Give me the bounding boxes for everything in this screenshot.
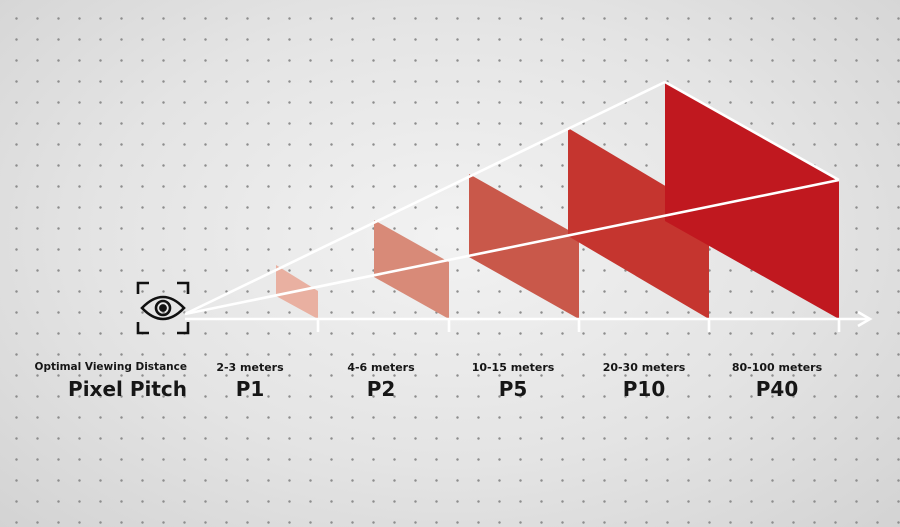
upper-sight-line bbox=[184, 80, 666, 316]
distance-label-p40: 80-100 meters bbox=[731, 361, 823, 374]
pitch-label-p2: P2 bbox=[366, 377, 396, 401]
pitch-label-p1: P1 bbox=[235, 377, 265, 401]
panel-p10 bbox=[568, 128, 709, 319]
upper-edge-line bbox=[664, 80, 840, 182]
distance-label-p1: 2-3 meters bbox=[216, 361, 284, 374]
distance-label-p5: 10-15 meters bbox=[471, 361, 555, 374]
eye-focus-icon bbox=[136, 281, 190, 335]
panel-p40 bbox=[665, 82, 839, 319]
center-sight-line bbox=[184, 178, 840, 316]
pixel-pitch-label: Pixel Pitch bbox=[68, 377, 187, 401]
distance-label-p2: 4-6 meters bbox=[347, 361, 415, 374]
optimal-viewing-distance-label: Optimal Viewing Distance bbox=[34, 361, 187, 373]
pitch-label-p5: P5 bbox=[498, 377, 528, 401]
panel-p2 bbox=[374, 220, 449, 319]
pitch-label-p40: P40 bbox=[755, 377, 799, 401]
pitch-label-p10: P10 bbox=[622, 377, 666, 401]
axis-arrow-head bbox=[857, 310, 873, 328]
distance-label-p10: 20-30 meters bbox=[602, 361, 686, 374]
panel-p5 bbox=[469, 174, 579, 319]
